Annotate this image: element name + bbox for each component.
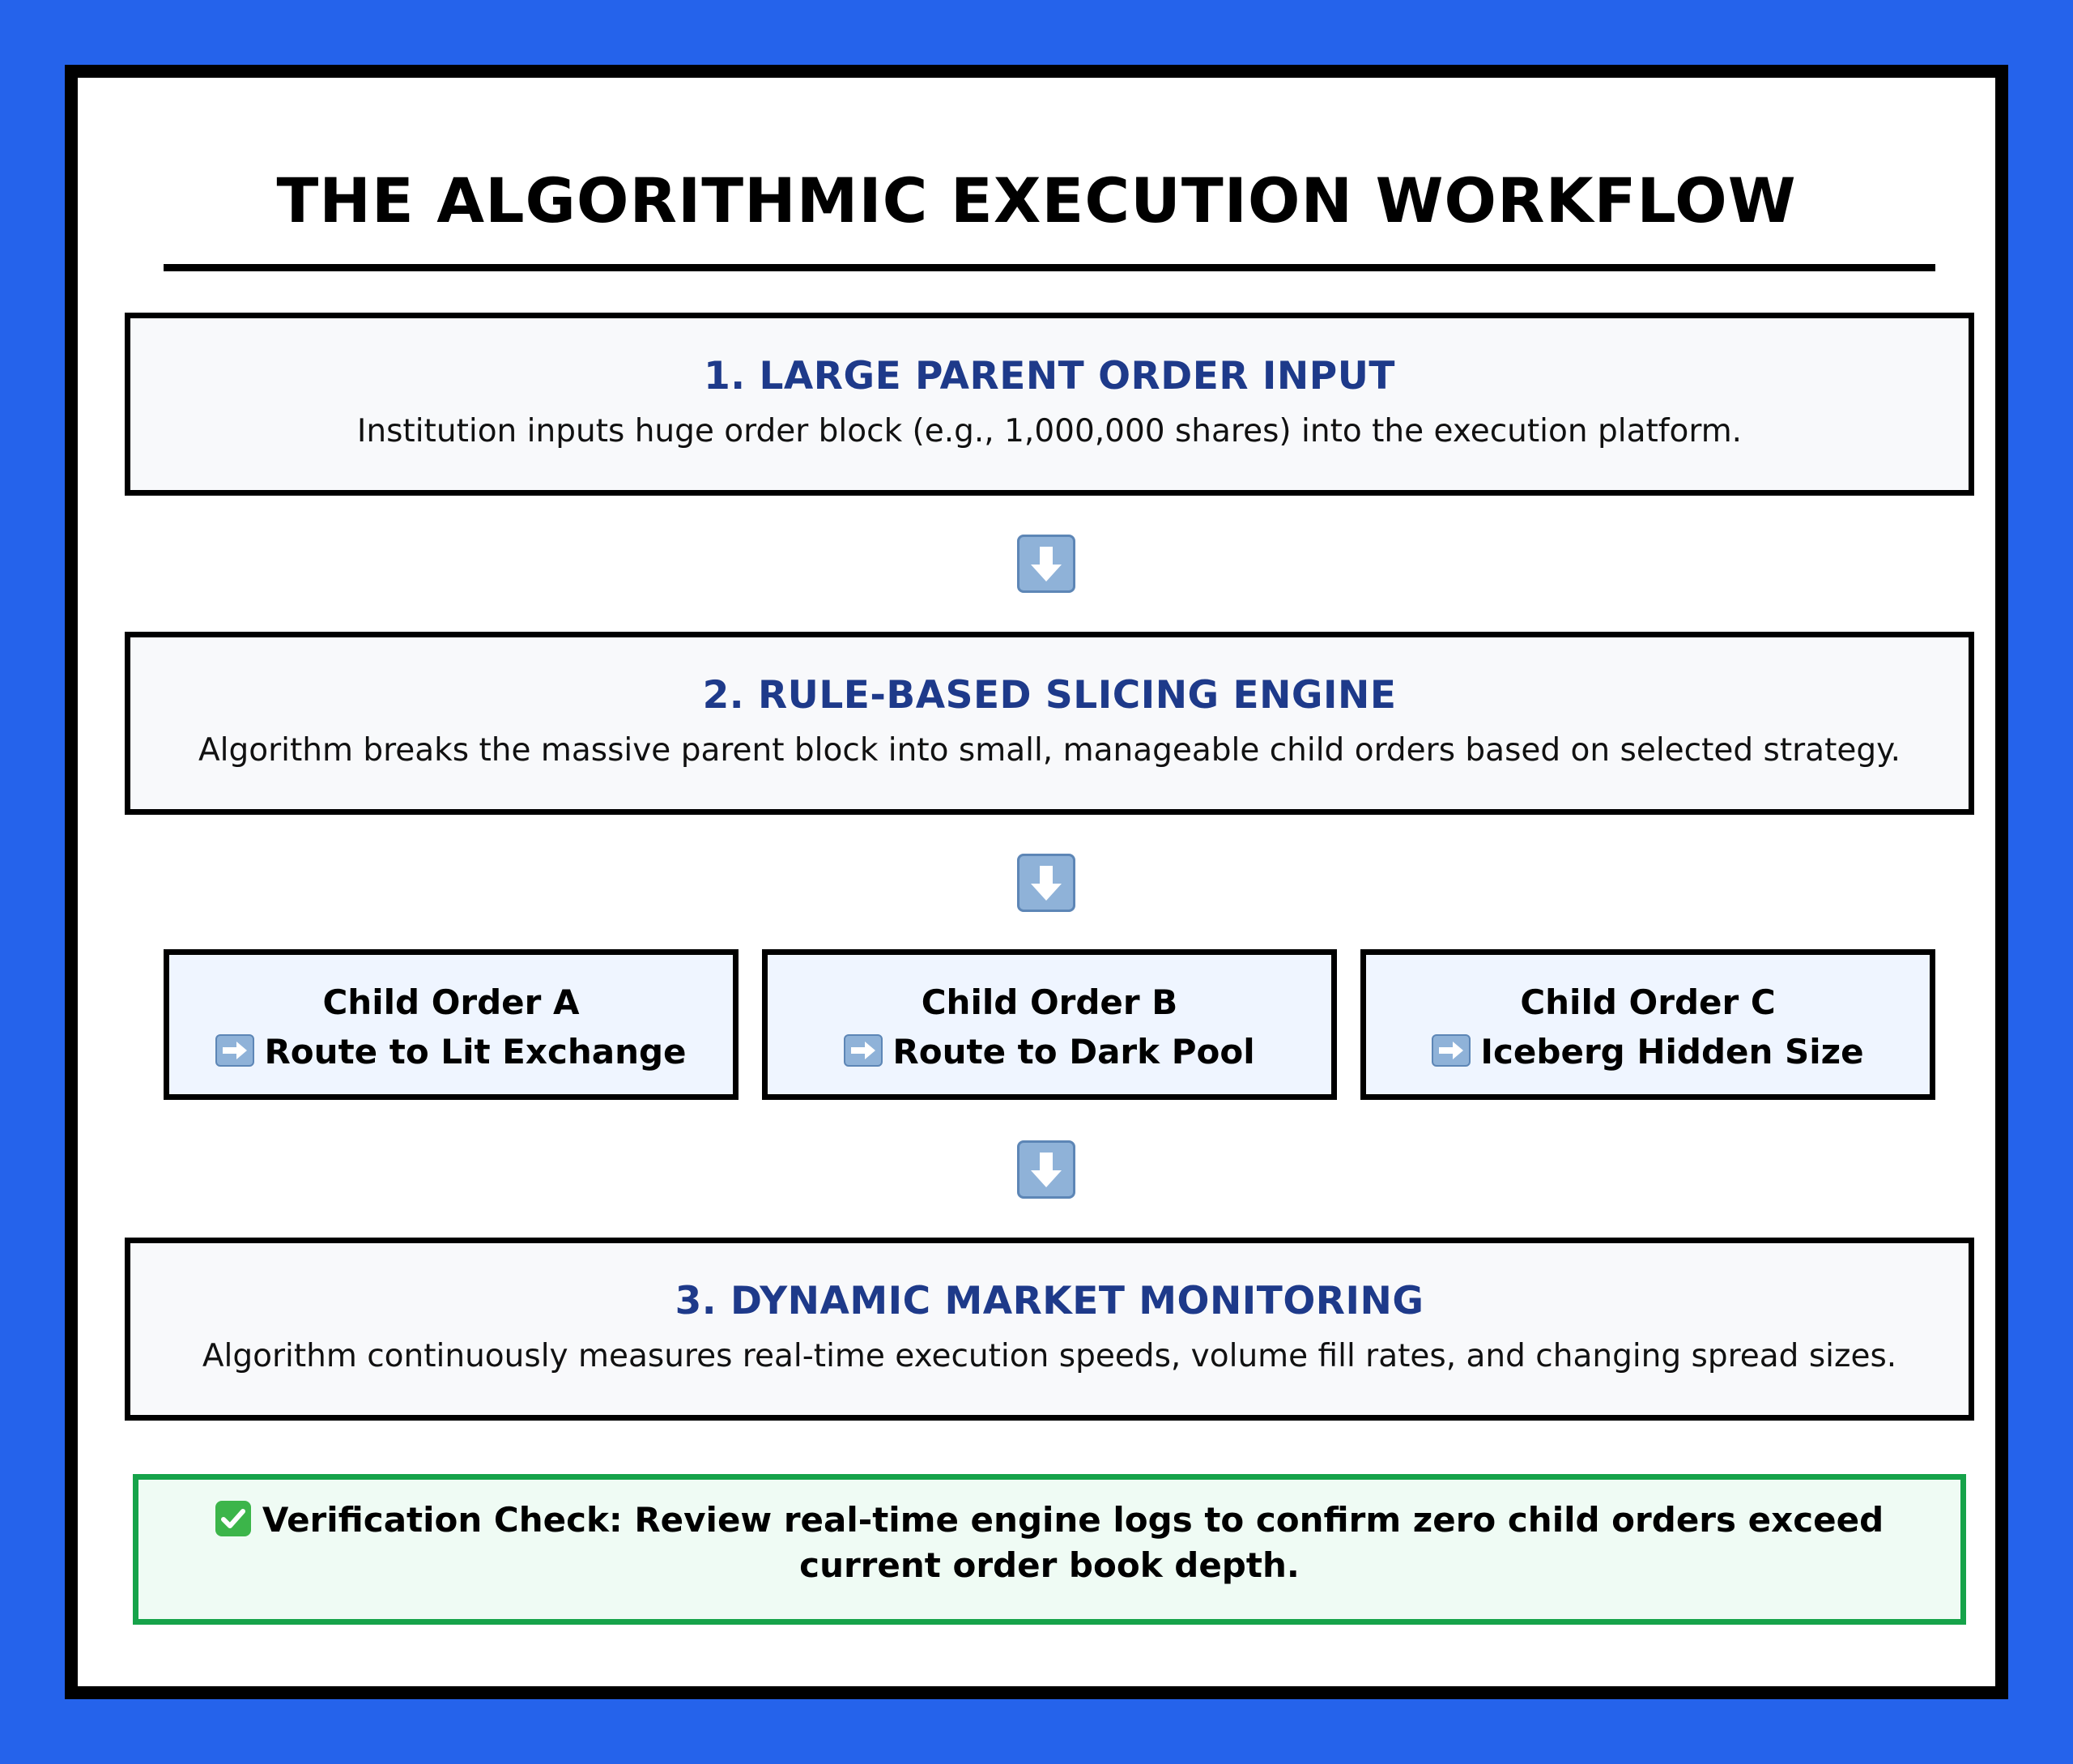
verification-check-text: Verification Check: Review real-time eng…: [262, 1500, 1884, 1585]
step-1-box: 1. LARGE PARENT ORDER INPUT Institution …: [125, 313, 1974, 496]
child-order-c-route: Iceberg Hidden Size: [1366, 1032, 1930, 1072]
step-1-heading: 1. LARGE PARENT ORDER INPUT: [704, 354, 1395, 398]
step-2-box: 2. RULE-BASED SLICING ENGINE Algorithm b…: [125, 632, 1974, 815]
workflow-panel: THE ALGORITHMIC EXECUTION WORKFLOW 1. LA…: [65, 65, 2008, 1699]
down-arrow-icon: [1017, 1140, 1075, 1199]
child-order-b-route: Route to Dark Pool: [768, 1032, 1331, 1072]
step-3-heading: 3. DYNAMIC MARKET MONITORING: [675, 1279, 1424, 1323]
down-arrow-icon: [1017, 535, 1075, 593]
check-mark-icon: [215, 1501, 251, 1536]
step-3-description: Algorithm continuously measures real-tim…: [202, 1338, 1897, 1374]
child-order-b-route-label: Route to Dark Pool: [892, 1032, 1255, 1072]
child-order-b-box: Child Order B Route to Dark Pool: [762, 949, 1337, 1100]
child-order-a-box: Child Order A Route to Lit Exchange: [164, 949, 739, 1100]
child-order-c-name: Child Order C: [1520, 982, 1776, 1022]
child-order-c-route-label: Iceberg Hidden Size: [1480, 1032, 1864, 1072]
right-arrow-icon: [844, 1034, 883, 1067]
diagram-title: THE ALGORITHMIC EXECUTION WORKFLOW: [276, 164, 1797, 236]
title-divider: [164, 264, 1935, 271]
step-3-box: 3. DYNAMIC MARKET MONITORING Algorithm c…: [125, 1238, 1974, 1421]
step-1-description: Institution inputs huge order block (e.g…: [356, 413, 1743, 450]
down-arrow-icon: [1017, 854, 1075, 912]
step-2-heading: 2. RULE-BASED SLICING ENGINE: [702, 673, 1397, 718]
child-order-a-route: Route to Lit Exchange: [169, 1032, 733, 1072]
right-arrow-icon: [1432, 1034, 1471, 1067]
child-order-a-route-label: Route to Lit Exchange: [264, 1032, 687, 1072]
child-order-c-box: Child Order C Iceberg Hidden Size: [1360, 949, 1935, 1100]
child-order-b-name: Child Order B: [921, 982, 1178, 1022]
verification-check-box: Verification Check: Review real-time eng…: [133, 1474, 1966, 1625]
right-arrow-icon: [215, 1034, 255, 1067]
child-order-a-name: Child Order A: [322, 982, 580, 1022]
step-2-description: Algorithm breaks the massive parent bloc…: [198, 732, 1901, 769]
